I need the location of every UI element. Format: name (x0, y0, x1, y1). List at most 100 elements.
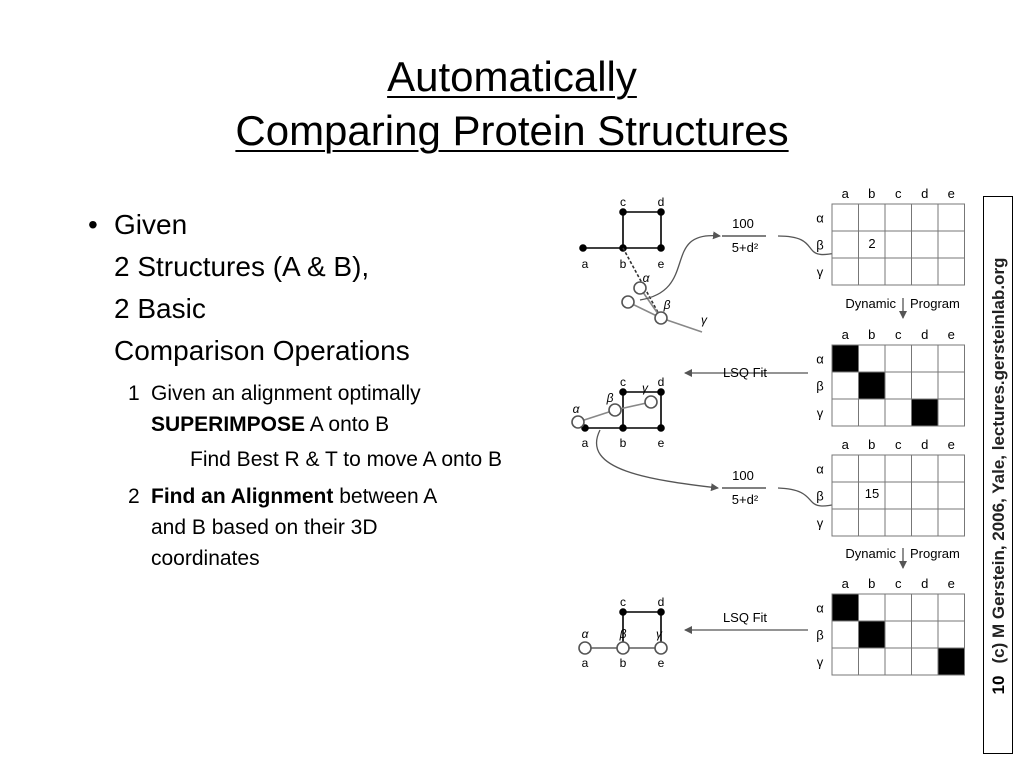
score-numerator: 100 (732, 468, 754, 483)
residue-label: c (620, 375, 626, 389)
greek-label: β (606, 391, 614, 405)
alignment-cell (831, 620, 859, 649)
alignment-cell (858, 647, 886, 676)
alignment-cell (911, 257, 939, 286)
alignment-cell (884, 230, 912, 259)
greek-label: γ (642, 381, 649, 395)
residue-label: c (620, 595, 626, 609)
score-denominator: 5+d² (732, 240, 759, 255)
alignment-cell (884, 454, 912, 483)
grid-col-label: b (868, 186, 875, 201)
grid-col-label: d (921, 186, 928, 201)
program-label: Program (910, 296, 960, 311)
alignment-cell (911, 371, 939, 400)
credit-line: (c) M Gerstein, 2006, Yale, lectures.ger… (989, 257, 1008, 664)
alignment-cell (884, 203, 912, 232)
grid-col-label: a (842, 437, 850, 452)
grid-row-label: α (816, 352, 824, 367)
slide-title: Automatically Comparing Protein Structur… (0, 50, 1024, 158)
bullet-line-2: 2 Structures (A & B), (114, 251, 370, 282)
grid-col-label: b (868, 437, 875, 452)
residue-label: e (658, 656, 665, 670)
grid-col-label: d (921, 437, 928, 452)
alignment-cell (911, 620, 939, 649)
residue-label: c (620, 195, 626, 209)
grid-col-label: a (842, 186, 850, 201)
residue-label: b (620, 656, 627, 670)
residue-label: e (658, 436, 665, 450)
alignment-cell (937, 593, 965, 622)
residue-label: a (582, 656, 589, 670)
structure-diagram-1 (579, 208, 703, 333)
alignment-cell-filled (831, 593, 859, 622)
dynamic-label: Dynamic (845, 546, 896, 561)
greek-label: β (663, 298, 671, 312)
alignment-cell (911, 454, 939, 483)
grid-col-label: c (895, 327, 902, 342)
bullet-line-1: Given (114, 209, 188, 240)
residue-label: b (620, 436, 627, 450)
alignment-cell (937, 481, 965, 510)
residue-label: a (582, 257, 589, 271)
grid-row-label: α (816, 211, 824, 226)
alignment-cell (911, 647, 939, 676)
alignment-cell-filled (937, 647, 965, 676)
alignment-cell (884, 398, 912, 427)
alignment-cell (937, 508, 965, 537)
grid-row-label: γ (817, 516, 824, 531)
alignment-cell (937, 454, 965, 483)
alignment-cell (858, 344, 886, 373)
alignment-cell-filled (858, 371, 886, 400)
grid-row-label: γ (817, 265, 824, 280)
sub-item-2-line-1: Find an Alignment between A (151, 481, 518, 512)
grid-col-label: a (842, 327, 850, 342)
grid-col-label: e (948, 437, 955, 452)
bullet-line-4: Comparison Operations (114, 335, 410, 366)
dynamic-label: Dynamic (845, 296, 896, 311)
title-line-1: Automatically (387, 53, 637, 100)
alignment-cell (937, 398, 965, 427)
score-value: 15 (865, 486, 879, 501)
residue-label: d (658, 195, 665, 209)
alignment-cell (937, 257, 965, 286)
greek-label: γ (701, 313, 708, 327)
residue-label: a (582, 436, 589, 450)
alignment-cell-filled (911, 398, 939, 427)
alignment-cell (884, 508, 912, 537)
alignment-cell-filled (831, 344, 859, 373)
grid-col-label: a (842, 576, 850, 591)
alignment-cell (937, 344, 965, 373)
greek-label: γ (656, 627, 663, 641)
residue-label: d (658, 595, 665, 609)
grid-row-label: β (816, 379, 823, 394)
greek-label: α (582, 627, 590, 641)
sub-item-1: 1 Given an alignment optimally SUPERIMPO… (88, 378, 518, 440)
sub-item-1-rest: A onto B (305, 413, 390, 436)
alignment-cell (831, 481, 859, 510)
alignment-cell-filled (858, 620, 886, 649)
alignment-cell (858, 203, 886, 232)
alignment-cell (831, 203, 859, 232)
grid-col-label: e (948, 186, 955, 201)
alignment-cell (831, 454, 859, 483)
alignment-cell (858, 454, 886, 483)
grid-col-label: b (868, 576, 875, 591)
bullet-line-3: 2 Basic (114, 293, 206, 324)
alignment-cell (858, 398, 886, 427)
alignment-cell (831, 647, 859, 676)
greek-label: α (643, 271, 651, 285)
residue-label: d (658, 375, 665, 389)
credit-text: 10(c) M Gerstein, 2006, Yale, lectures.g… (989, 258, 1009, 695)
alignment-cell (831, 371, 859, 400)
sub-item-1-detail: Find Best R & T to move A onto B (190, 448, 503, 471)
sub-item-2: 2 Find an Alignment between A and B base… (88, 481, 518, 574)
alignment-cell (884, 481, 912, 510)
alignment-cell (884, 620, 912, 649)
alignment-cell (831, 230, 859, 259)
sub-item-2-line-2: and B based on their 3D (151, 516, 378, 539)
alignment-cell (858, 508, 886, 537)
sub-item-1-line-1: Given an alignment optimally (151, 382, 421, 405)
sub-item-2-line-3: coordinates (151, 547, 260, 570)
